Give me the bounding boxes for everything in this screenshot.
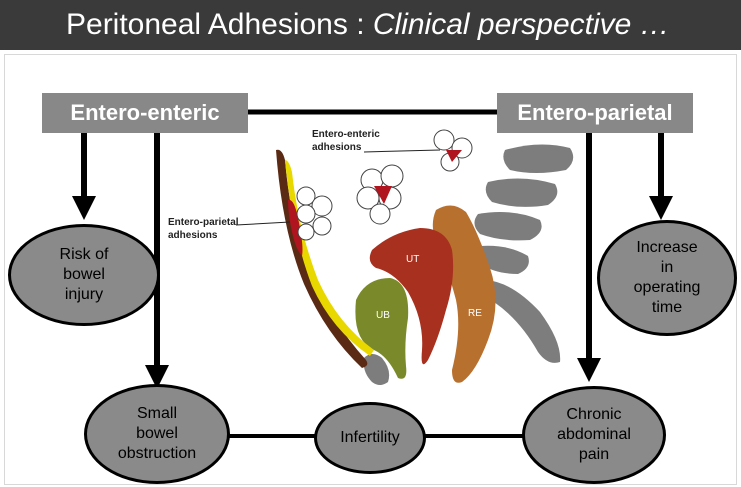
- risk-bowel-injury-oval: Risk of bowel injury: [8, 224, 160, 326]
- oval-line: operating: [633, 279, 701, 296]
- bowel-loops-parietal: [296, 186, 333, 241]
- oval-line: time: [651, 299, 683, 316]
- abdominal-wall-icon: [276, 149, 368, 368]
- chronic-abdominal-pain-oval: Chronic abdominal pain: [522, 386, 666, 484]
- oval-line: bowel: [136, 425, 178, 442]
- spine-icon: [474, 144, 574, 363]
- increase-operating-time-oval: Increase in operating time: [597, 220, 737, 336]
- title-italic: Clinical perspective …: [372, 8, 670, 41]
- bladder-icon: [355, 278, 409, 379]
- label-line: adhesions: [312, 142, 362, 153]
- label-line: Entero-enteric: [312, 129, 380, 140]
- label-line: Entero-parietal: [168, 217, 239, 228]
- oval-line: in: [660, 259, 674, 276]
- oval-line: bowel: [63, 266, 105, 283]
- oval-line: injury: [64, 286, 104, 303]
- entero-parietal-label: Entero-parietal: [517, 100, 673, 125]
- oval-line: Risk of: [59, 246, 109, 263]
- entero-parietal-adhesions-label: Entero-parietal adhesions: [168, 216, 239, 242]
- oval-line: obstruction: [117, 445, 197, 462]
- parietal-label-pointer: [235, 221, 291, 226]
- oval-line: Infertility: [340, 429, 400, 446]
- parietal-adhesion-icon: [288, 199, 303, 256]
- peritoneum-icon: [285, 160, 374, 356]
- entero-enteric-label: Entero-enteric: [70, 100, 220, 125]
- oval-line: Small: [136, 405, 177, 422]
- oval-line: Chronic: [566, 406, 622, 423]
- title-main: Peritoneal Adhesions :: [66, 8, 373, 41]
- bowel-loops-enteric: [356, 129, 473, 225]
- label-line: adhesions: [168, 230, 218, 241]
- entero-enteric-adhesions-label: Entero-enteric adhesions: [312, 128, 380, 154]
- slide-title: Peritoneal Adhesions : Clinical perspect…: [66, 8, 670, 42]
- bladder-label: UB: [376, 310, 390, 321]
- slide-frame: [4, 54, 737, 485]
- entero-enteric-box: Entero-enteric: [42, 93, 248, 133]
- enteric-label-pointer: [363, 149, 441, 153]
- uterus-icon: [369, 228, 454, 365]
- oval-line: Increase: [636, 239, 698, 256]
- infertility-oval: Infertility: [314, 402, 426, 474]
- pubic-bone-icon: [363, 354, 390, 385]
- uterus-label: UT: [406, 254, 419, 265]
- rectum-label: RE: [468, 308, 482, 319]
- oval-line: pain: [578, 446, 610, 463]
- title-bar: Peritoneal Adhesions : Clinical perspect…: [0, 0, 741, 50]
- entero-parietal-box: Entero-parietal: [497, 93, 693, 133]
- oval-line: abdominal: [557, 426, 631, 443]
- small-bowel-obstruction-oval: Small bowel obstruction: [84, 384, 230, 484]
